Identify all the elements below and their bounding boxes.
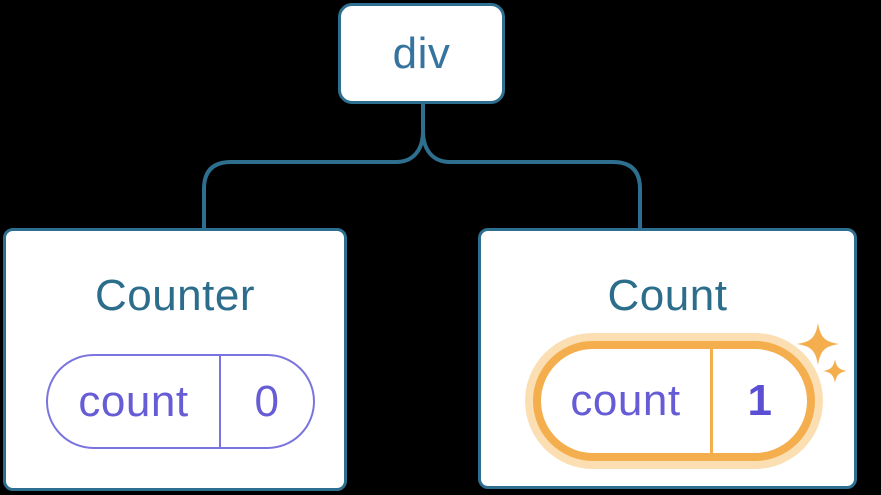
- state-pill-counter: count 0: [46, 354, 315, 449]
- root-node-div: div: [338, 3, 505, 104]
- connector-left-branch: [202, 104, 425, 228]
- root-node-label: div: [392, 28, 451, 78]
- card-title-count: Count: [607, 271, 728, 320]
- sparkle-small: [823, 359, 847, 383]
- sparkle-large: [797, 323, 839, 365]
- counter-component-card: Counter count 0: [3, 228, 347, 491]
- sparkles-icon: [797, 323, 847, 383]
- state-value-label: 1: [710, 349, 807, 453]
- count-component-card: Count count 1: [478, 228, 857, 489]
- card-title-counter: Counter: [94, 271, 256, 320]
- connector-right-branch: [421, 104, 642, 228]
- state-value-label: 0: [219, 356, 313, 447]
- state-name-label: count: [78, 376, 189, 426]
- state-pill-count-highlighted: count 1: [533, 341, 815, 461]
- state-name-label: count: [570, 376, 681, 425]
